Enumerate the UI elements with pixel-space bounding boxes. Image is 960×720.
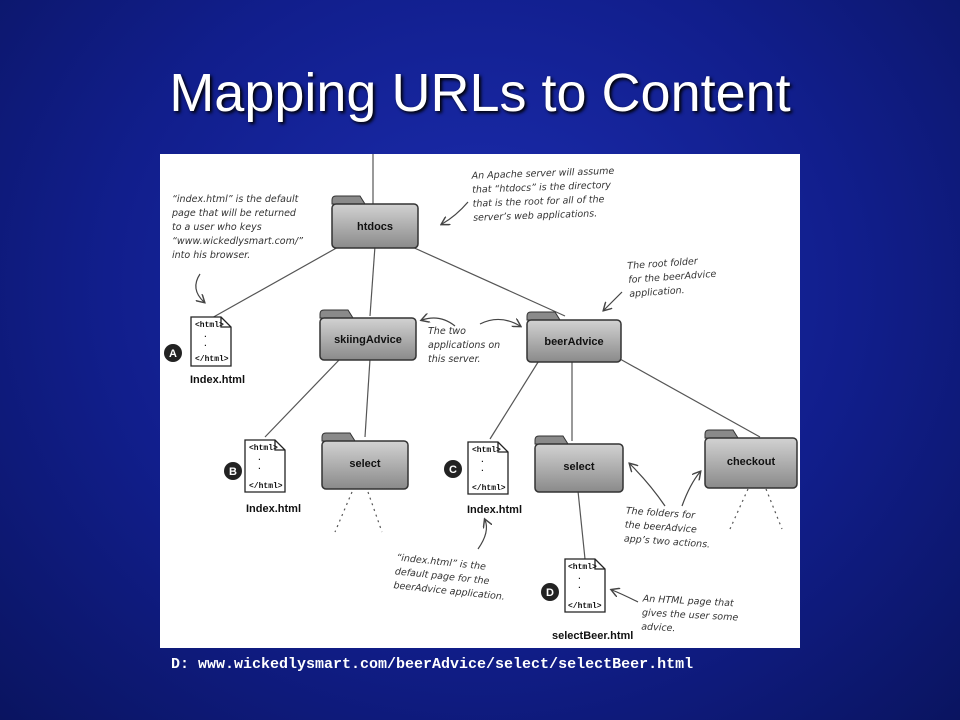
folder-checkout: checkout bbox=[704, 429, 798, 489]
svg-text:Index.html: Index.html bbox=[467, 504, 522, 516]
folder-skiingadvice: skiingAdvice bbox=[319, 309, 417, 361]
svg-text:Index.html: Index.html bbox=[246, 503, 301, 515]
svg-text:<html>: <html> bbox=[249, 444, 278, 453]
svg-text:.: . bbox=[257, 454, 262, 463]
svg-text:</html>: </html> bbox=[568, 602, 602, 611]
tree-lines bbox=[209, 154, 783, 560]
svg-text:select: select bbox=[349, 458, 381, 470]
note-index-default: “index.html” is the default page that wi… bbox=[171, 194, 303, 261]
svg-text:<html>: <html> bbox=[195, 321, 224, 330]
svg-text:</html>: </html> bbox=[249, 482, 283, 491]
svg-text:.: . bbox=[480, 456, 485, 465]
svg-text:.: . bbox=[577, 582, 582, 591]
svg-text:A: A bbox=[169, 348, 177, 360]
note-root-folder: The root folder for the beerAdvice appli… bbox=[627, 256, 717, 300]
svg-text:into his browser.: into his browser. bbox=[172, 250, 250, 261]
svg-text:“index.html” is the default: “index.html” is the default bbox=[172, 194, 300, 205]
folder-select-right: select bbox=[534, 435, 624, 493]
svg-text:</html>: </html> bbox=[472, 484, 506, 493]
file-index-b: <html> . . </html> B Index.html bbox=[224, 439, 301, 515]
note-index-beer: “index.html” is the default page for the… bbox=[393, 552, 505, 602]
svg-text:C: C bbox=[449, 464, 457, 476]
file-selectbeer-d: <html> . . </html> D selectBeer.html bbox=[541, 558, 633, 642]
svg-text:</html>: </html> bbox=[195, 355, 229, 364]
svg-text:The root folder: The root folder bbox=[627, 256, 699, 272]
svg-text:An Apache server will assume: An Apache server will assume bbox=[470, 166, 614, 182]
svg-text:selectBeer.html: selectBeer.html bbox=[552, 630, 633, 642]
svg-text:.: . bbox=[577, 573, 582, 582]
svg-text:<html>: <html> bbox=[568, 563, 597, 572]
url-mapping-diagram: htdocs skiingAdvice beerAdvice select se… bbox=[160, 154, 800, 648]
svg-text:Index.html: Index.html bbox=[190, 374, 245, 386]
note-folders-actions: The folders for the beerAdvice app’s two… bbox=[623, 506, 710, 551]
svg-text:htdocs: htdocs bbox=[357, 221, 393, 233]
svg-text:to a user who keys: to a user who keys bbox=[172, 222, 262, 233]
svg-text:select: select bbox=[563, 461, 595, 473]
file-index-c: <html> . . </html> C Index.html bbox=[444, 441, 522, 516]
svg-text:that “htdocs” is the directory: that “htdocs” is the directory bbox=[472, 180, 612, 196]
svg-text:D: D bbox=[546, 587, 554, 599]
folder-htdocs: htdocs bbox=[331, 195, 419, 249]
svg-text:B: B bbox=[229, 466, 237, 478]
svg-text:The two: The two bbox=[428, 326, 466, 337]
note-apache: An Apache server will assume that “htdoc… bbox=[470, 166, 614, 224]
svg-text:“www.wickedlysmart.com/”: “www.wickedlysmart.com/” bbox=[172, 236, 303, 247]
svg-text:.: . bbox=[480, 465, 485, 474]
slide-title: Mapping URLs to Content bbox=[169, 63, 791, 123]
svg-text:this server.: this server. bbox=[428, 354, 481, 365]
svg-text:checkout: checkout bbox=[727, 456, 776, 468]
file-index-a: <html> . . </html> A Index.html bbox=[164, 316, 245, 386]
folder-beeradvice: beerAdvice bbox=[526, 311, 622, 363]
svg-text:An HTML page that: An HTML page that bbox=[641, 593, 735, 609]
svg-text:for the beerAdvice: for the beerAdvice bbox=[628, 269, 717, 286]
note-html-page: An HTML page that gives the user some ad… bbox=[641, 593, 739, 634]
svg-text:page that will be returned: page that will be returned bbox=[171, 208, 297, 219]
svg-text:The folders for: The folders for bbox=[625, 506, 696, 522]
note-two-apps: The two applications on this server. bbox=[428, 326, 500, 365]
svg-text:beerAdvice: beerAdvice bbox=[544, 336, 603, 348]
svg-text:advice.: advice. bbox=[641, 621, 676, 634]
annotation-arrows bbox=[195, 201, 700, 603]
svg-text:<html>: <html> bbox=[472, 446, 501, 455]
svg-text:application.: application. bbox=[629, 285, 685, 300]
svg-text:.: . bbox=[203, 340, 208, 349]
svg-text:that is the root for all of th: that is the root for all of the bbox=[472, 194, 604, 210]
svg-text:applications on: applications on bbox=[428, 340, 500, 351]
svg-text:server’s web applications.: server’s web applications. bbox=[473, 208, 597, 223]
folder-select-left: select bbox=[321, 432, 409, 490]
svg-text:.: . bbox=[257, 463, 262, 472]
svg-text:app’s two actions.: app’s two actions. bbox=[623, 534, 710, 551]
svg-text:the beerAdvice: the beerAdvice bbox=[624, 520, 697, 536]
svg-text:.: . bbox=[203, 331, 208, 340]
url-caption: D: www.wickedlysmart.com/beerAdvice/sele… bbox=[171, 656, 694, 673]
svg-text:gives the user some: gives the user some bbox=[642, 607, 739, 623]
svg-text:skiingAdvice: skiingAdvice bbox=[334, 334, 402, 346]
